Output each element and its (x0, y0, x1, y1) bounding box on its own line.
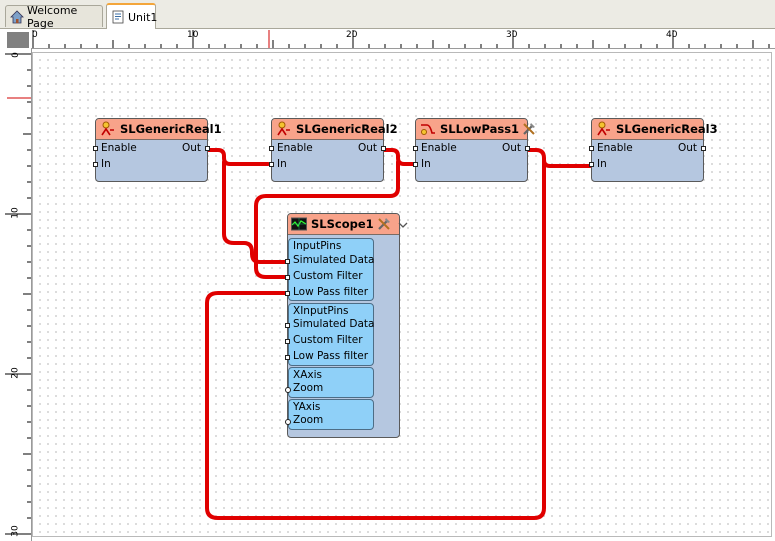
pin-in[interactable] (589, 162, 594, 167)
ruler-label: 20 (346, 30, 358, 40)
component-title: SLLowPass1 (440, 122, 520, 136)
ruler-label: 0 (32, 30, 38, 40)
pin-label: Out (677, 142, 697, 154)
group-title: XAxis (293, 369, 322, 381)
pin-x-custom-filter[interactable] (285, 339, 290, 344)
tab-label: Welcome Page (27, 3, 78, 30)
component-title: SLGenericReal3 (616, 122, 718, 136)
pin-label: Zoom (293, 382, 324, 394)
component-slgenericreal1[interactable]: SLGenericReal1 Enable In Out (93, 118, 222, 182)
pin-label: Enable (277, 142, 313, 154)
pin-yaxis-zoom[interactable] (285, 419, 291, 425)
pin-label: In (277, 158, 287, 170)
group-title: InputPins (293, 240, 342, 252)
pin-xaxis-zoom[interactable] (285, 387, 291, 393)
generic-real-icon (596, 121, 612, 137)
pin-out[interactable] (205, 146, 210, 151)
tab-label: Unit1 (128, 10, 158, 24)
generic-real-icon (276, 121, 292, 137)
pin-low-pass-filter[interactable] (285, 291, 290, 296)
pin-group-xaxis: XAxis (288, 367, 374, 398)
pin-x-low-pass-filter[interactable] (285, 355, 290, 360)
ruler-label: 20 (10, 367, 21, 379)
component-slgenericreal3[interactable]: SLGenericReal3 Enable In Out (589, 118, 718, 182)
pin-simulated-data[interactable] (285, 259, 290, 264)
group-title: YAxis (293, 401, 321, 413)
pin-enable[interactable] (589, 146, 594, 151)
ruler-label: 30 (10, 525, 21, 537)
pin-label: Zoom (293, 414, 324, 426)
tab-welcome-page[interactable]: Welcome Page (5, 3, 103, 30)
pin-label: Enable (421, 142, 457, 154)
group-title: XInputPins (293, 305, 349, 317)
pin-enable[interactable] (413, 146, 418, 151)
pin-in[interactable] (93, 162, 98, 167)
pin-in[interactable] (269, 162, 274, 167)
pin-out[interactable] (525, 146, 530, 151)
vertical-ruler: 0 10 20 30 (5, 48, 32, 541)
pin-label: Low Pass filter (293, 350, 369, 362)
scope-icon (291, 216, 307, 232)
pin-label: Custom Filter (293, 334, 363, 346)
tools-icon[interactable] (521, 121, 537, 137)
pin-out[interactable] (701, 146, 706, 151)
tab-bar: Welcome Page Unit1 (0, 0, 775, 30)
ruler-label: 40 (666, 30, 678, 40)
pin-label: Out (357, 142, 377, 154)
component-slscope1[interactable]: SLScope1 InputPins Simulated Data Custom… (285, 213, 408, 438)
ruler-label: 0 (10, 52, 21, 58)
pin-label: In (597, 158, 607, 170)
component-title: SLScope1 (311, 217, 374, 231)
ruler-label: 30 (506, 30, 518, 40)
pin-label: Simulated Data (293, 254, 375, 266)
home-icon (10, 9, 24, 24)
low-pass-icon (420, 121, 436, 137)
ruler-label: 10 (10, 207, 21, 219)
pin-label: In (101, 158, 111, 170)
component-title: SLGenericReal2 (296, 122, 398, 136)
horizontal-ruler: 0 10 20 30 40 (32, 30, 775, 49)
pin-group-xinputpins: XInputPins (288, 303, 374, 366)
pin-x-simulated-data[interactable] (285, 323, 290, 328)
pin-label: Out (501, 142, 521, 154)
pin-in[interactable] (413, 162, 418, 167)
pin-enable[interactable] (93, 146, 98, 151)
ruler-label: 10 (187, 30, 199, 40)
tools-icon[interactable] (376, 216, 392, 232)
tab-unit1[interactable]: Unit1 (106, 3, 158, 29)
chevron-down-icon[interactable] (398, 219, 408, 229)
component-slgenericreal2[interactable]: SLGenericReal2 Enable In Out (269, 118, 398, 182)
document-icon (111, 10, 125, 24)
pin-out[interactable] (381, 146, 386, 151)
pin-custom-filter[interactable] (285, 275, 290, 280)
pin-label: Simulated Data (293, 318, 375, 330)
generic-real-icon (100, 121, 116, 137)
pin-enable[interactable] (269, 146, 274, 151)
component-sllowpass1[interactable]: SLLowPass1 Enable In Out (413, 118, 536, 182)
ruler-corner (7, 32, 29, 48)
pin-label: In (421, 158, 431, 170)
pin-group-inputpins: InputPins (288, 238, 374, 301)
component-title: SLGenericReal1 (120, 122, 222, 136)
pin-label: Custom Filter (293, 270, 363, 282)
pin-label: Enable (101, 142, 137, 154)
pin-label: Enable (597, 142, 633, 154)
pin-group-yaxis: YAxis (288, 399, 374, 430)
pin-label: Low Pass filter (293, 286, 369, 298)
pin-label: Out (181, 142, 201, 154)
